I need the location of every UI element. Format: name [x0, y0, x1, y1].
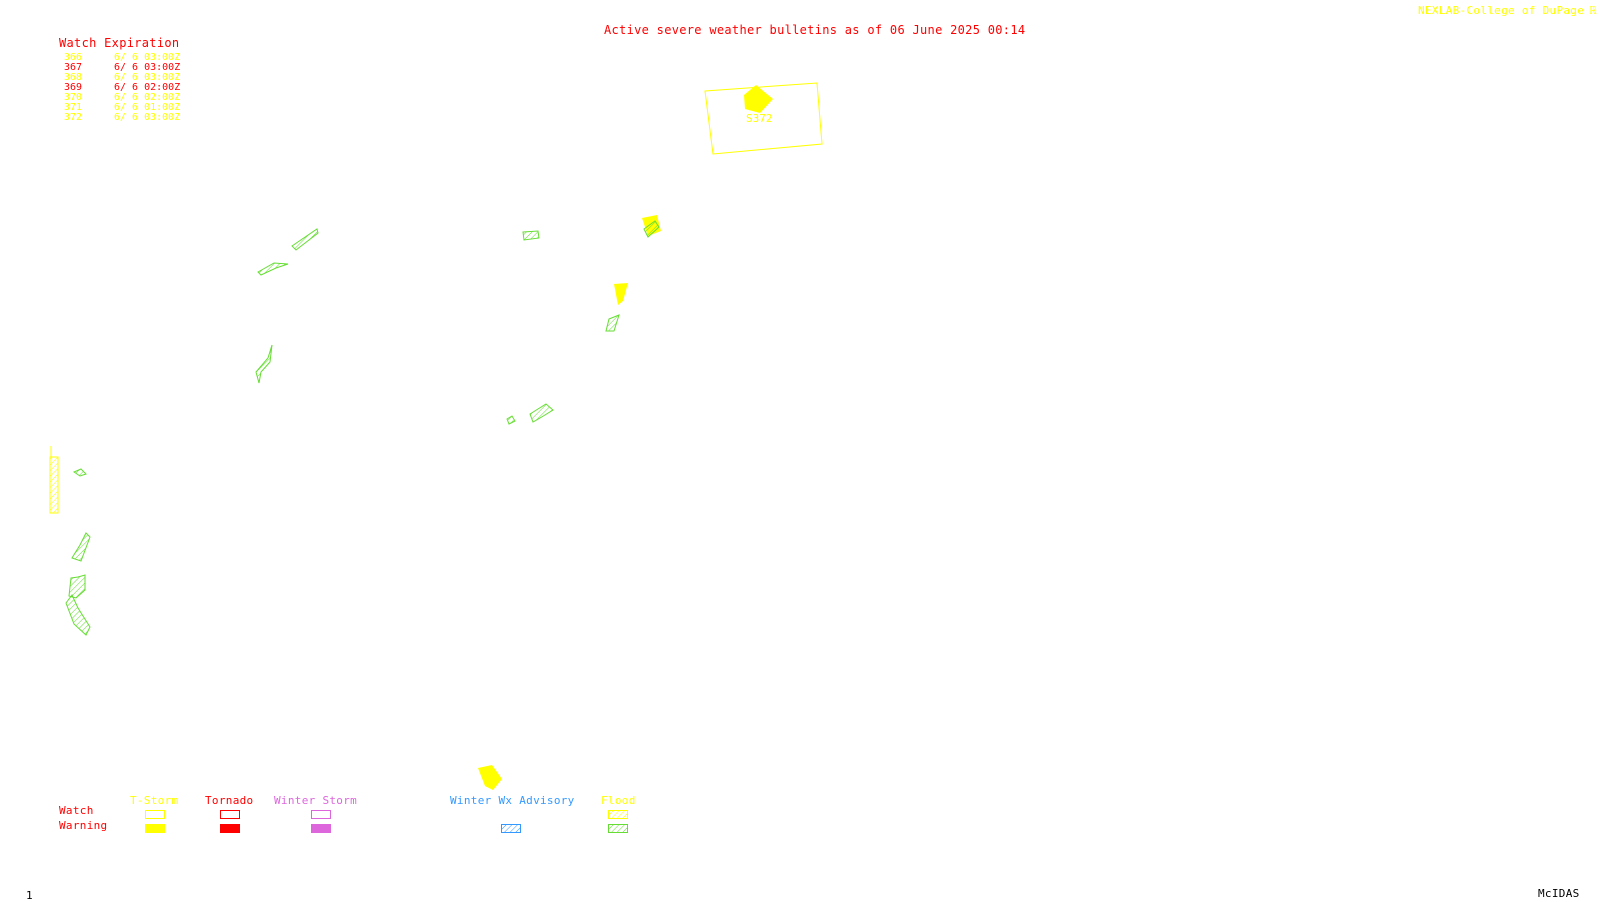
watch-box-label: S372 [746, 112, 773, 125]
watch-box-372 [704, 82, 823, 155]
legend-tstorm-warning-swatch [145, 824, 165, 833]
watch-number: 367 [64, 62, 83, 73]
watch-number: 369 [64, 82, 83, 93]
flood-warning-polygon [65, 594, 91, 636]
flood-warning-polygon [68, 574, 86, 599]
watch-number: 368 [64, 72, 83, 83]
legend-winter-advisory-label: Winter Wx Advisory [450, 794, 575, 807]
flood-warning-polygon [291, 228, 319, 251]
legend-winter-advisory-swatch [501, 824, 521, 833]
flood-warning-polygon [71, 532, 91, 562]
legend-winter-storm-warning-swatch [311, 824, 331, 833]
legend-tstorm-label: T-Storm [130, 794, 179, 807]
logo-icon: ℝ [1590, 4, 1597, 17]
watch-row: 369 6/ 6 02:00Z [64, 83, 180, 93]
watch-expiration-heading: Watch Expiration [59, 36, 180, 50]
flood-warning-polygon [529, 403, 554, 423]
watch-row: 367 6/ 6 03:00Z [64, 63, 180, 73]
flood-warning-polygon [643, 220, 660, 238]
tstorm-warning-polygon [478, 765, 502, 790]
watch-row: 368 6/ 6 03:00Z [64, 73, 180, 83]
flood-warning-polygon [506, 415, 516, 425]
legend-winter-storm-label: Winter Storm [274, 794, 358, 807]
watch-expiration-list: 366 6/ 6 03:00Z 367 6/ 6 03:00Z 368 6/ 6 03… [64, 53, 180, 123]
legend-row-watch: Watch [59, 804, 94, 817]
watch-expiration: 6/ 6 01:00Z [114, 102, 181, 113]
legend-flood-warning-swatch [608, 824, 628, 833]
watch-expiration: 6/ 6 02:00Z [114, 92, 181, 103]
watch-row: 371 6/ 6 01:00Z [64, 103, 180, 113]
watch-expiration: 6/ 6 03:00Z [114, 52, 181, 63]
credit-label: NEXLAB-College of DuPage [1418, 4, 1585, 17]
watch-number: 370 [64, 92, 83, 103]
legend-tornado-label: Tornado [205, 794, 254, 807]
watch-row: 372 6/ 6 03:00Z [64, 113, 180, 123]
watch-expiration: 6/ 6 03:00Z [114, 62, 181, 73]
legend-flood-label: Flood [601, 794, 636, 807]
watch-expiration: 6/ 6 03:00Z [114, 112, 181, 123]
watch-expiration: 6/ 6 03:00Z [114, 72, 181, 83]
flood-warning-polygon [257, 262, 289, 276]
watch-number: 366 [64, 52, 83, 63]
flood-warning-polygon [72, 468, 87, 477]
flood-warning-polygon [605, 314, 620, 332]
legend-tornado-watch-swatch [220, 810, 240, 819]
software-label: McIDAS [1538, 887, 1580, 900]
watch-expiration: 6/ 6 02:00Z [114, 82, 181, 93]
legend-winter-storm-watch-swatch [311, 810, 331, 819]
watch-number: 372 [64, 112, 83, 123]
bulletin-title: Active severe weather bulletins as of 06… [604, 23, 1026, 37]
watch-row: 366 6/ 6 03:00Z [64, 53, 180, 63]
flood-warning-polygon [522, 230, 540, 241]
tstorm-warning-polygon [614, 283, 628, 305]
tstorm-warning-polygon [744, 85, 773, 113]
frame-number: 1 [26, 889, 33, 902]
legend-tornado-warning-swatch [220, 824, 240, 833]
legend-flood-watch-swatch [608, 810, 628, 819]
flood-warning-polygon [255, 344, 273, 384]
watch-row: 370 6/ 6 02:00Z [64, 93, 180, 103]
legend-tstorm-watch-swatch [145, 810, 165, 819]
flood-watch-polygon [49, 456, 59, 514]
legend-row-warning: Warning [59, 819, 108, 832]
watch-number: 371 [64, 102, 83, 113]
